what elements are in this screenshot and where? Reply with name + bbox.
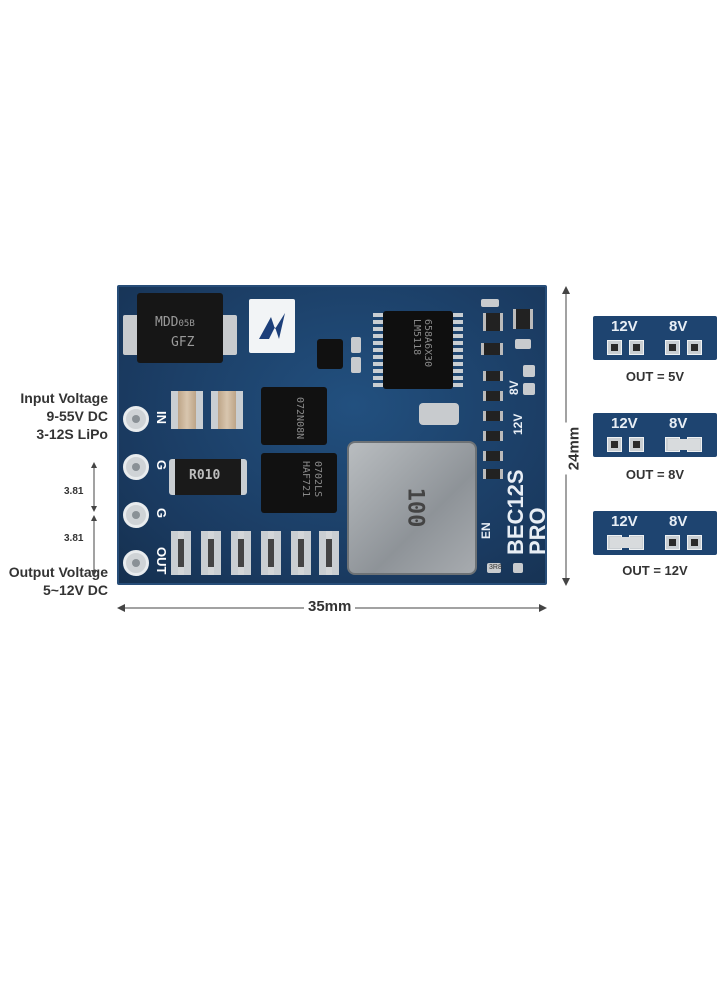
board-model-line-2: PRO <box>525 507 547 555</box>
small-component-text: 3R8 <box>489 564 502 571</box>
mosfet-2-text: 0702LS <box>312 461 323 498</box>
board-model-line-1: BEC12S <box>503 469 528 555</box>
jumper-output-8v: OUT = 8V <box>625 467 685 482</box>
pcb-board: IN G G OUT MDD05B GFZ 658A6X30 LM5118 <box>117 285 547 585</box>
board-model: BEC12S PRO <box>503 469 547 555</box>
jumper-card-5v: 12V 8V <box>593 316 717 360</box>
width-dimension-label: 35mm <box>304 598 356 615</box>
pad-g1 <box>123 454 149 480</box>
inductor-text: 100 <box>402 487 428 528</box>
small-transistor <box>317 339 343 369</box>
inductor: 100 <box>347 441 477 575</box>
board-jumper-12v: 12V <box>511 413 525 435</box>
shunt-resistor-text: R010 <box>189 468 221 483</box>
output-cap-4 <box>261 531 281 575</box>
jumper-card-12v-label-b: 8V <box>669 513 688 530</box>
input-voltage-title: Input Voltage <box>20 390 108 406</box>
jumper-card-5v-label-a: 12V <box>611 318 638 335</box>
pin-label-out: OUT <box>154 547 169 575</box>
output-cap-6 <box>319 531 339 575</box>
jumper-card-8v-label-b: 8V <box>669 415 688 432</box>
logo-icon <box>259 313 285 339</box>
diode-text-2: 05B <box>178 319 195 329</box>
input-voltage-range: 9-55V DC <box>46 408 108 424</box>
jumper-output-5v: OUT = 5V <box>625 369 685 384</box>
jumper-card-5v-label-b: 8V <box>669 318 688 335</box>
input-voltage-cells: 3-12S LiPo <box>36 426 108 442</box>
mosfet-2: 0702LS HAF721 <box>261 453 337 513</box>
diode: MDD05B GFZ <box>137 293 223 363</box>
output-cap-2 <box>201 531 221 575</box>
capacitor-2 <box>211 391 243 429</box>
jumper-card-8v-label-a: 12V <box>611 415 638 432</box>
pitch-label-1: 3.81 <box>64 486 84 497</box>
board-jumper-8v: 8V <box>507 380 521 395</box>
mosfet-2-text-2: HAF721 <box>300 461 311 498</box>
diode-text-3: GFZ <box>171 335 195 350</box>
capacitor-1 <box>171 391 203 429</box>
output-voltage-title: Output Voltage <box>8 564 108 580</box>
jumper-card-12v-label-a: 12V <box>611 513 638 530</box>
jumper-output-12v: OUT = 12V <box>622 563 688 578</box>
ic-text-1: 658A6X30 <box>422 319 433 368</box>
jumper-card-12v: 12V 8V <box>593 511 717 555</box>
pin-label-g2: G <box>154 508 169 519</box>
pad-g2 <box>123 502 149 528</box>
pitch-arrows <box>91 462 97 576</box>
shunt-resistor: R010 <box>169 459 247 495</box>
output-voltage-range: 5~12V DC <box>43 582 108 598</box>
pad-in <box>123 406 149 432</box>
logo-module <box>249 299 295 353</box>
pin-label-g1: G <box>154 460 169 471</box>
pitch-label-2: 3.81 <box>64 533 84 544</box>
diode-text-1: MDD <box>155 315 179 330</box>
jumper-card-8v: 12V 8V <box>593 413 717 457</box>
output-cap-3 <box>231 531 251 575</box>
mosfet-1-text: 072N08N <box>294 397 305 440</box>
output-cap-1 <box>171 531 191 575</box>
pin-label-in: IN <box>154 411 169 424</box>
board-en-label: EN <box>479 522 493 539</box>
mosfet-1: 072N08N <box>261 387 327 445</box>
output-cap-5 <box>291 531 311 575</box>
height-dimension-label: 24mm <box>565 422 583 475</box>
pad-out <box>123 550 149 576</box>
ic-text-2: LM5118 <box>411 319 422 356</box>
controller-ic: 658A6X30 LM5118 <box>383 311 453 389</box>
